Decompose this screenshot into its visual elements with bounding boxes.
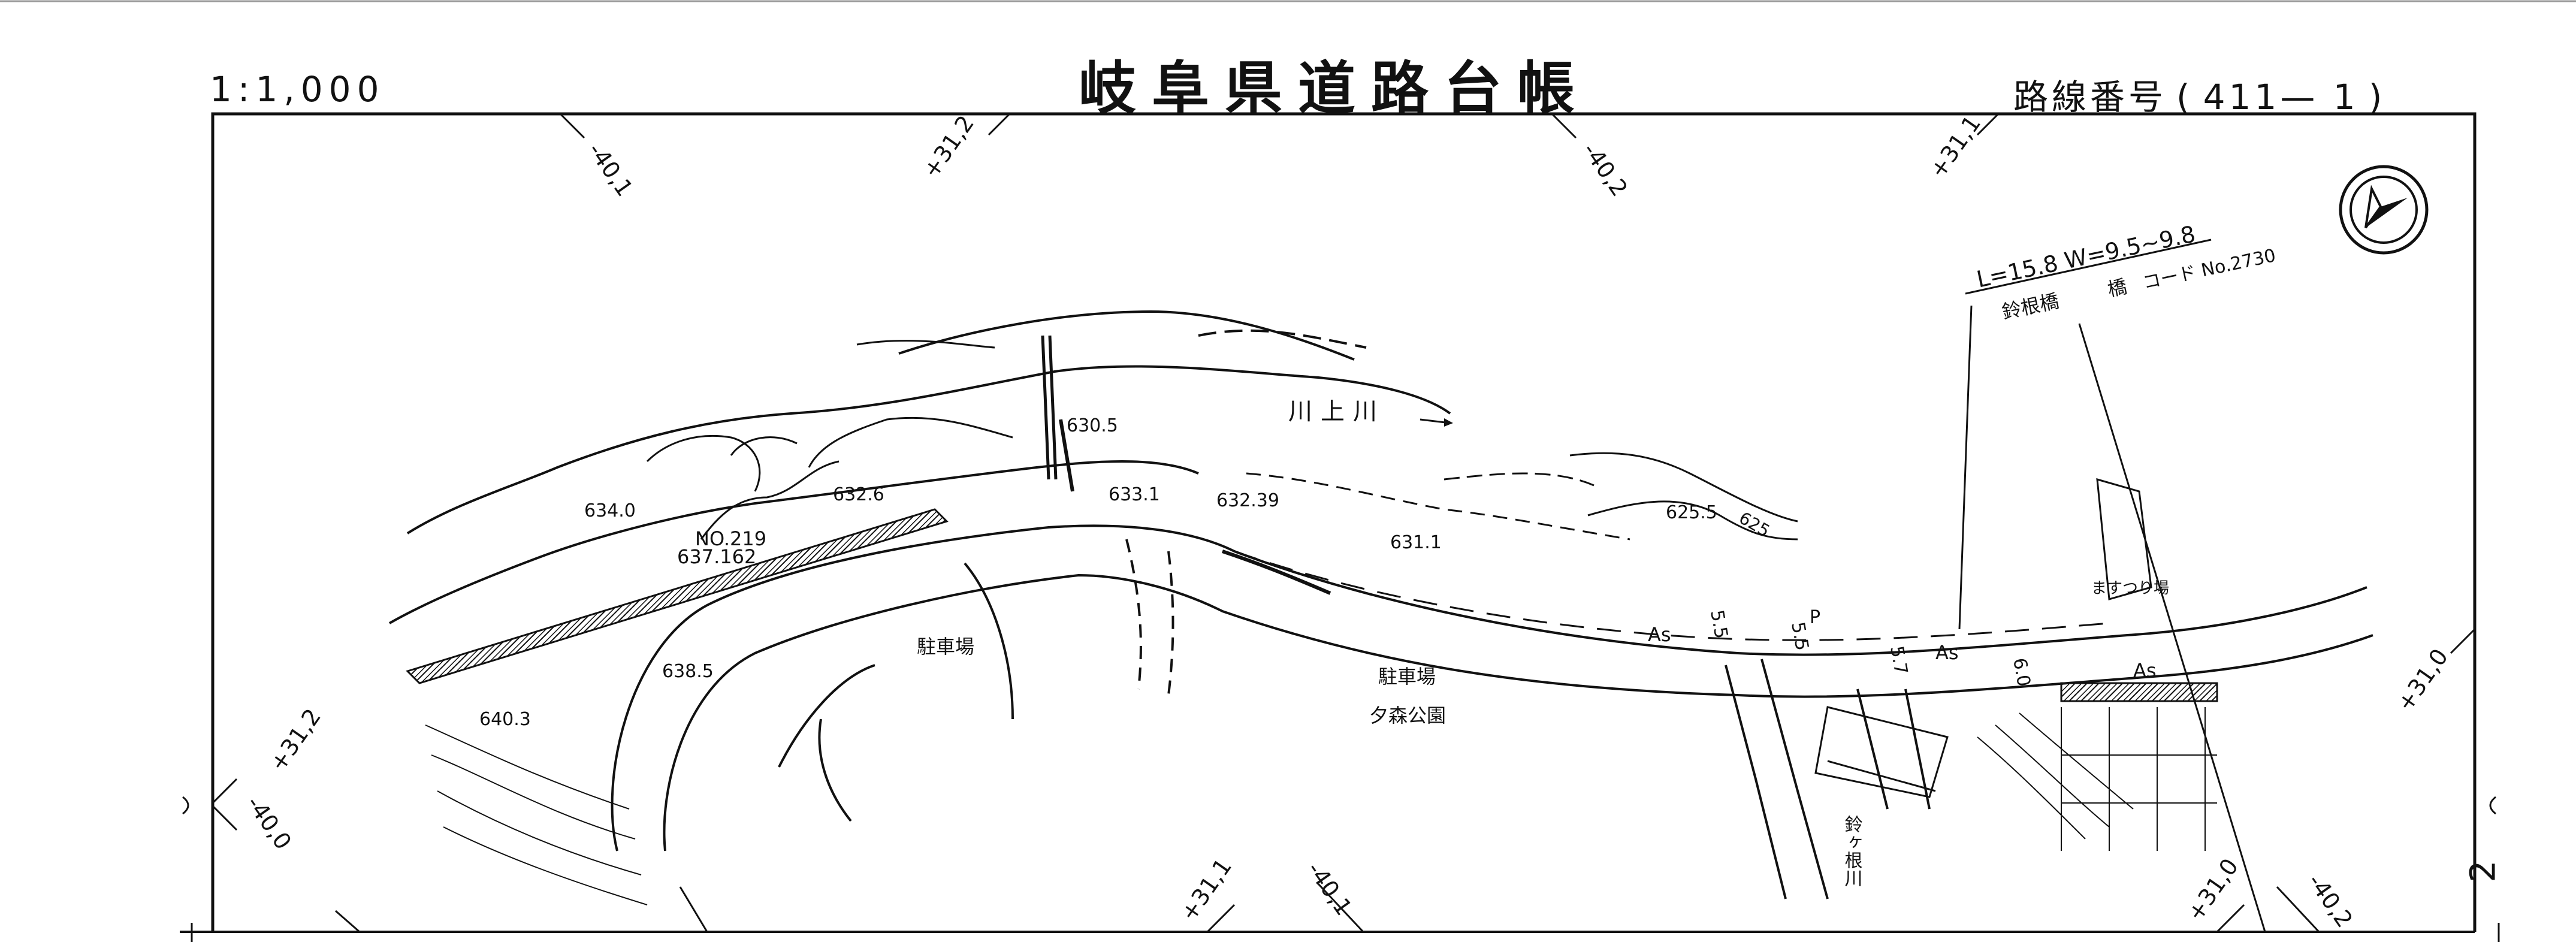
width-label: 5.5 [1706, 608, 1732, 640]
road [611, 524, 2373, 899]
river [389, 310, 1451, 624]
elevation-label: 640.3 [479, 709, 531, 730]
elevation-label: 632.39 [1216, 490, 1279, 511]
map-labels: 川上川 NO.219 637.162 駐車場 駐車場 夕森公園 ますつり場 鈴ヶ… [479, 221, 2278, 887]
width-label: 5.5 [1787, 620, 1813, 652]
grid-label: -40,1 [583, 138, 638, 201]
elevation-label: 625.5 [1666, 502, 1717, 523]
bridge-annotation-lines [1814, 238, 2266, 932]
pavement-label: As [2133, 659, 2157, 682]
elevation-label: 632.6 [833, 484, 884, 505]
parking-symbol: P [1810, 607, 1820, 628]
bridge-type: 橋 [2106, 275, 2129, 301]
embankment [406, 508, 2218, 702]
slope-hatching [425, 707, 2217, 905]
elevation-label: 631.1 [1390, 532, 1442, 553]
elevation-label: 633.1 [1109, 484, 1160, 505]
riverbank-terrain [646, 416, 1798, 541]
map-frame [211, 112, 2477, 932]
benchmark-number: NO.219 [695, 527, 766, 550]
parking-label: 駐車場 [1378, 665, 1436, 688]
page-title: 岐阜県道路台帳 [1079, 55, 1590, 122]
grid-label: -40,1 [1302, 857, 1357, 920]
grid-label: +31,2 [264, 704, 326, 777]
route-number: 路線番号(411— 1) [2013, 69, 2395, 119]
creek-label: 鈴ヶ根川 [1841, 815, 1863, 887]
width-label: 6.0 [2009, 656, 2034, 688]
elevation-label: 638.5 [662, 661, 714, 682]
grid-label: -40,2 [1578, 138, 1633, 201]
elevation-label: 634.0 [584, 500, 636, 521]
grid-label: -40,0 [241, 791, 297, 855]
pavement-label: As [1935, 641, 1959, 664]
pavement-label: As [1648, 623, 1671, 646]
benchmark-elevation: 637.162 [677, 545, 756, 568]
grid-label: +31,1 [1175, 854, 1237, 926]
bridge-name: 鈴根橋 [2000, 289, 2061, 324]
north-arrow-icon [2339, 165, 2429, 255]
route-number-value: 411— 1 [2203, 77, 2359, 117]
elevation-label: 630.5 [1067, 415, 1118, 436]
fishing-label: ますつり場 [2091, 579, 2169, 597]
route-label: 路線番号 [2013, 77, 2167, 117]
map-scale: 1:1,000 [210, 69, 385, 110]
park-label: 夕森公園 [1369, 704, 1446, 727]
grid-ticks [212, 113, 2476, 933]
grid-label: +31,1 [1924, 111, 1986, 183]
river-name: 川上川 [1288, 398, 1385, 425]
parking-label: 駐車場 [917, 635, 974, 658]
width-label: 5.7 [1886, 644, 1911, 676]
grid-labels: -40,1 +31,2 -40,2 +31,1 +31,0 +31,2 -40,… [241, 111, 2454, 932]
grid-label: +31,0 [2391, 644, 2453, 717]
grid-label: +31,2 [917, 111, 979, 183]
